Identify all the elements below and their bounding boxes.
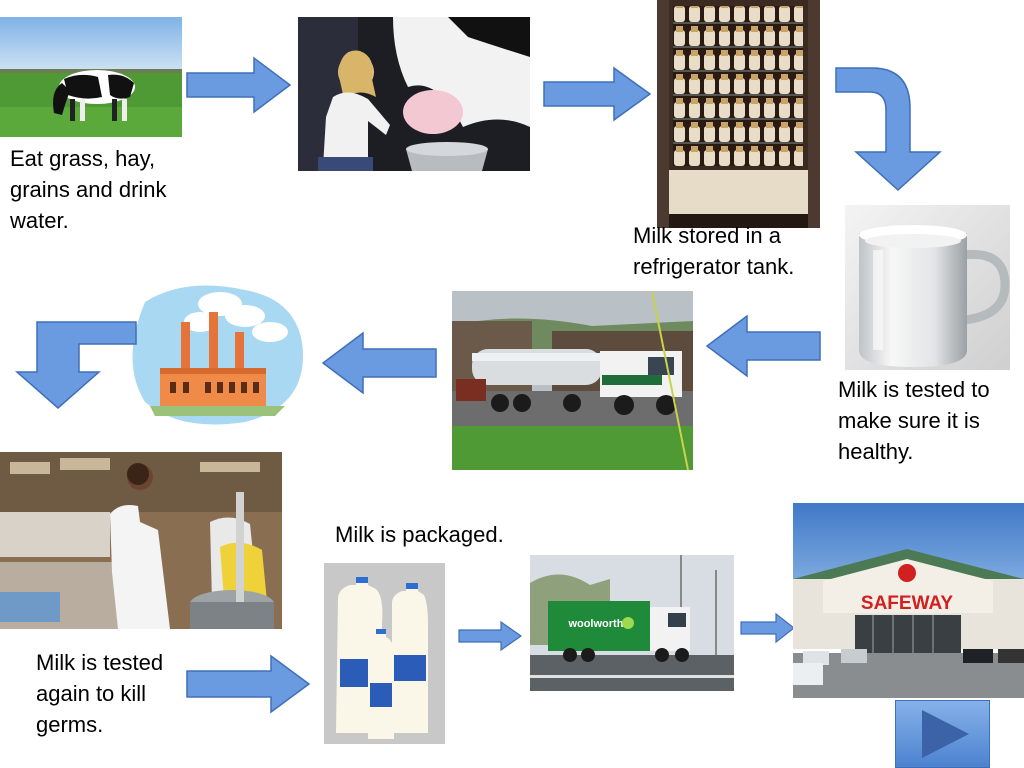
play-icon [895, 700, 990, 768]
flow-arrow-right-1 [186, 56, 292, 114]
milk-mug-photo [845, 205, 1010, 370]
package-caption: Milk is packaged. [335, 522, 504, 547]
next-slide-button[interactable] [895, 700, 990, 768]
store-sign-text: SAFEWAY [861, 593, 954, 614]
flow-arrow-bend-down-left [15, 321, 137, 409]
refrigerator-photo [657, 0, 820, 228]
flow-arrow-left-2 [705, 314, 821, 378]
milking-photo [298, 17, 530, 171]
lab-testing-photo [0, 452, 282, 629]
test-caption: Milk is tested to make sure it is health… [838, 377, 990, 464]
flow-arrow-right-4 [458, 620, 523, 652]
cow-caption: Eat grass, hay, grains and drink water. [10, 146, 167, 233]
delivery-truck-photo: woolworths [530, 555, 734, 691]
supermarket-photo: SAFEWAY [793, 503, 1024, 698]
flow-arrow-bend-down-right [835, 67, 942, 192]
refrigerate-caption: Milk stored in a refrigerator tank. [633, 223, 795, 279]
milk-tanker-photo [452, 291, 693, 470]
flow-arrow-right-2 [543, 66, 652, 122]
flow-arrow-left-1 [321, 331, 437, 395]
truck-brand-text: woolworths [567, 618, 629, 630]
flow-arrow-right-5 [740, 612, 795, 644]
milk-bottles-photo [324, 563, 445, 744]
factory-illustration [125, 282, 306, 428]
flow-arrow-right-3 [186, 654, 311, 714]
cow-photo [0, 17, 182, 137]
retest-caption: Milk is tested again to kill germs. [36, 650, 164, 737]
